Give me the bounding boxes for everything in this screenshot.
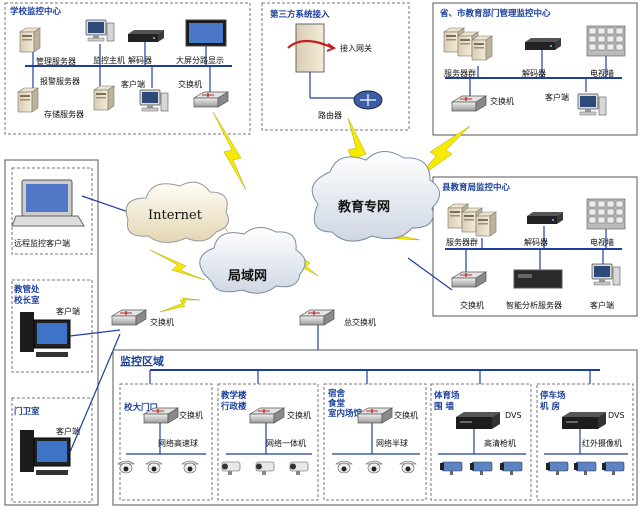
dvs-icon [456,412,500,429]
monitor-host-icon [85,19,115,42]
school-center-title: 学校监控中心 [10,6,62,17]
county-center-panel: 县教育局监控中心 服务器群 解码器 电视墙 交换机 智能分析服务器 客户端 [432,176,638,317]
school-client-label: 客户端 [121,79,145,89]
zone-name-line2: 行政楼 [220,401,247,412]
county-switch-label: 交换机 [460,300,484,310]
internet-label: Internet [148,208,203,223]
left-switch-icon [111,309,147,326]
office-label-1: 教管处 [13,284,40,295]
province-center-title: 省、市教育部门管理监控中心 [439,8,551,19]
province-center-panel: 省、市教育部门管理监控中心 服务器群 解码器 电视墙 交换机 客户端 [432,2,638,136]
zone-name-line3: 室内场馆 [328,408,363,419]
county-servers-icon [475,211,497,237]
zone-teaching-building: 教学楼 行政楼 交换机 网络一体机 [217,383,319,501]
analysis-server-icon [513,269,563,289]
county-center-title: 县教育局监控中心 [442,182,511,193]
mgmt-server-icon [19,27,41,53]
router-label: 路由器 [318,110,342,120]
zone-switch-label: 交换机 [287,410,311,420]
zone-name-line2: 食堂 [328,398,346,409]
zone-name-line2: 围 墙 [434,401,454,412]
third-party-panel: 第三方系统接入 接入网关 路由器 [261,2,410,131]
main-switch-icon [299,309,335,326]
dvs-label: DVS [505,411,522,420]
edu-net-cloud: 教育专网 [311,151,440,242]
gateway-icon [295,23,325,73]
main-switch-label: 总交换机 [344,317,376,327]
edu-net-label: 教育专网 [337,199,390,215]
province-server-group-label: 服务器群 [444,68,476,78]
decoder-label: 解码器 [128,55,152,65]
zone-name-line1: 宿舍 [328,388,346,399]
zone-switch-label: 交换机 [394,410,418,420]
school-switch-label: 交换机 [178,79,202,89]
analysis-server-label: 智能分析服务器 [506,300,562,310]
dvs-label: DVS [608,411,625,420]
left-panel: 远程监控客户端 教管处 校长室 客户端 门卫室 客户端 [4,159,99,506]
zone-device-label: 网络半球 [376,438,408,448]
school-center-panel: 学校监控中心 管理服务器 监控主机 解码器 大屏分路显示 报警服务器 存储服务器… [4,2,251,135]
monitor-area-panel: 监控区域 校大门口 交换机 网络高速球 教学楼 行政楼 交换机 网络一体机 [112,349,638,506]
gateway-label: 接入网关 [340,43,372,53]
zone-name: 校大门口 [124,402,158,413]
zone-device-label: 红外摄像机 [582,438,622,448]
zone-name-line1: 体育场 [434,390,460,401]
zone-stadium: 体育场 围 墙 DVS 高清枪机 [430,383,532,501]
decoder-icon [128,30,164,42]
storage-server-icon [93,85,115,111]
county-client-icon [591,263,621,286]
province-decoder-icon [525,38,561,50]
county-client-label: 客户端 [590,300,614,310]
zone-name-line2: 机 房 [540,401,560,412]
county-server-group-label: 服务器群 [446,237,478,247]
zone-device-label: 高清枪机 [484,438,516,448]
zone-dormitory: 宿舍 食堂 室内场馆 交换机 网络半球 [323,383,427,501]
province-tv-wall-icon [586,25,626,57]
internet-cloud: Internet [125,181,229,243]
monitor-area-title: 监控区域 [120,354,164,368]
zone-device-label: 网络一体机 [266,438,306,448]
province-decoder-label: 解码器 [522,68,546,78]
province-client-icon [577,93,607,116]
alarm-server-label: 报警服务器 [40,76,80,86]
storage-server-label: 存储服务器 [44,109,84,119]
lan-cloud: 局域网 [199,227,306,294]
province-servers-icon [471,35,493,61]
office-label-2: 校长室 [14,295,40,306]
province-tv-wall-label: 电视墙 [590,68,614,78]
county-decoder-icon [527,212,563,224]
zone-switch-label: 交换机 [179,410,203,420]
lan-label: 局域网 [228,268,267,284]
office-client-label: 客户端 [56,306,80,316]
dvs-icon [562,412,606,429]
zone-name-line1: 教学楼 [220,390,247,401]
remote-client-label: 远程监控客户端 [14,238,70,248]
province-switch-label: 交换机 [490,96,514,106]
county-tv-wall-label: 电视墙 [590,237,614,247]
third-party-title: 第三方系统接入 [270,9,330,20]
county-decoder-label: 解码器 [524,237,548,247]
county-tv-wall-icon [586,198,626,230]
province-client-label: 客户端 [545,92,569,102]
monitor-host-label: 监控主机 [93,55,125,65]
left-switch-label: 交换机 [150,317,174,327]
zone-parking: 停车场 机 房 DVS 红外摄像机 [536,383,634,501]
guard-client-label: 客户端 [56,426,80,436]
guard-room-label: 门卫室 [14,406,40,417]
zone-device-label: 网络高速球 [158,438,198,448]
mgmt-server-label: 管理服务器 [36,56,76,66]
guard-pc-tower-icon [20,430,34,472]
big-screen-label: 大屏分路显示 [176,55,224,65]
zone-name-line1: 停车场 [540,390,566,401]
school-client-icon [139,89,169,112]
office-pc-tower-icon [20,312,34,352]
alarm-server-icon [17,87,39,113]
zone-school-gate: 校大门口 交换机 网络高速球 [117,383,213,501]
